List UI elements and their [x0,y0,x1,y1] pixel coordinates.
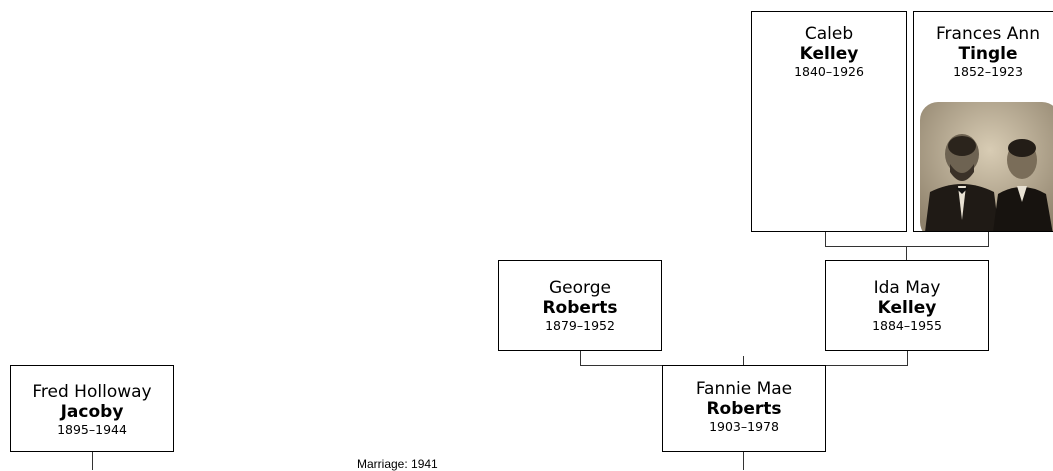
given-name: Caleb [804,24,854,44]
given-name: Fred Holloway [32,382,152,402]
connector-line [92,452,93,470]
portrait-photo[interactable] [920,102,1053,231]
person-card-caleb-kelley[interactable]: Caleb Kelley 1840–1926 [751,11,907,232]
surname: Kelley [799,44,859,64]
connector-line [988,232,989,246]
person-card-ida-kelley[interactable]: Ida May Kelley 1884–1955 [825,260,989,351]
connector-line [743,356,744,366]
life-dates: 1879–1952 [545,318,615,333]
given-name: Fannie Mae [695,379,793,399]
connector-line [825,232,826,246]
connector-line [743,452,744,470]
life-dates: 1903–1978 [709,419,779,434]
given-name: George [549,278,611,298]
person-card-fannie-roberts[interactable]: Fannie Mae Roberts 1903–1978 [662,365,826,452]
given-name: Ida May [873,278,941,298]
surname: Roberts [706,399,782,419]
connector-line [580,351,581,365]
connector-line [906,246,907,261]
surname: Jacoby [60,402,124,422]
surname: Roberts [542,298,618,318]
life-dates: 1884–1955 [872,318,942,333]
life-dates: 1852–1923 [953,64,1023,79]
marriage-label: Marriage: 1941 [357,457,438,471]
connector-line [825,246,989,247]
life-dates: 1895–1944 [57,422,127,437]
person-card-george-roberts[interactable]: George Roberts 1879–1952 [498,260,662,351]
portrait-image [920,102,1053,231]
given-name: Frances Ann [936,24,1040,44]
surname: Kelley [877,298,937,318]
person-card-fred-jacoby[interactable]: Fred Holloway Jacoby 1895–1944 [10,365,174,452]
life-dates: 1840–1926 [794,64,864,79]
surname: Tingle [958,44,1018,64]
person-card-frances-tingle[interactable]: Frances Ann Tingle 1852–1923 [913,11,1053,232]
connector-line [907,351,908,365]
